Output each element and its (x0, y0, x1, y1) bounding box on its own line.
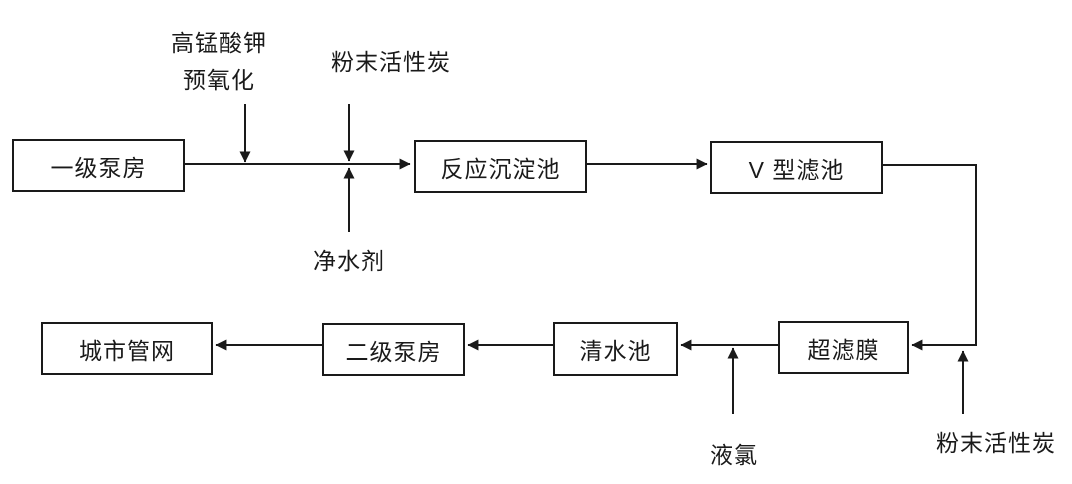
node-city-pipe-network: 城市管网 (41, 322, 213, 375)
node-label: 二级泵房 (345, 338, 442, 365)
label-powdered-activated-carbon-top: 粉末活性炭 (331, 44, 451, 81)
node-primary-pump-station: 一级泵房 (12, 139, 185, 192)
label-water-purifier: 净水剂 (313, 243, 385, 280)
node-label: V 型滤池 (748, 156, 845, 183)
label-line: 液氯 (710, 442, 758, 468)
node-label: 城市管网 (79, 337, 175, 364)
node-ultrafiltration-membrane: 超滤膜 (778, 321, 909, 374)
node-clear-water-tank: 清水池 (553, 322, 678, 376)
label-line: 预氧化 (183, 67, 255, 93)
node-label: 反应沉淀池 (440, 155, 561, 182)
label-line: 高锰酸钾 (171, 30, 267, 56)
node-label: 清水池 (579, 338, 652, 364)
label-potassium-permanganate-preoxidation: 高锰酸钾 预氧化 (171, 25, 267, 99)
label-line: 粉末活性炭 (936, 430, 1056, 456)
node-v-type-filter: V 型滤池 (710, 141, 883, 194)
label-liquid-chlorine: 液氯 (710, 437, 758, 474)
node-reaction-sedimentation-tank: 反应沉淀池 (414, 140, 587, 193)
connector-v-filter-to-ultrafiltration (883, 164, 977, 351)
label-line: 净水剂 (313, 248, 385, 274)
label-line: 粉末活性炭 (331, 49, 451, 75)
label-powdered-activated-carbon-bottom: 粉末活性炭 (936, 425, 1056, 462)
node-label: 一级泵房 (50, 154, 147, 181)
node-secondary-pump-station: 二级泵房 (322, 323, 465, 376)
node-label: 超滤膜 (807, 336, 880, 363)
